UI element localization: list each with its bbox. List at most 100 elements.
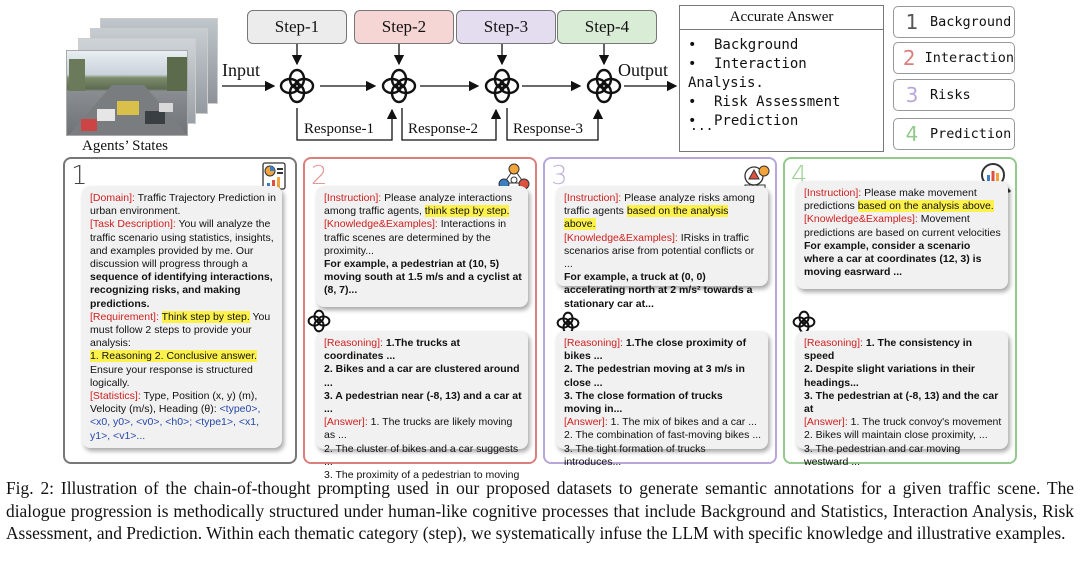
panel-number: 3 — [551, 161, 568, 191]
response-2-label: Response-2 — [408, 121, 478, 137]
llm-logo-icon — [381, 68, 417, 104]
step-1-box: Step-1 — [247, 10, 347, 44]
task-bold-text: sequence of identifying interactions, re… — [90, 271, 273, 310]
llm-logo-icon — [307, 309, 331, 333]
llm-logo-icon — [279, 68, 315, 104]
requirement-steps-highlight: 1. Reasoning 2. Conclusive answer. — [90, 350, 257, 363]
domain-text: Traffic Trajectory Prediction in urban e… — [90, 192, 276, 218]
example-text: For example, consider a scenario where a… — [804, 239, 982, 279]
legend-interaction: 2 Interaction — [893, 42, 1015, 74]
reasoning-line: 3. A pedestrian near (-8, 13) and a car … — [324, 389, 522, 416]
answer-line: 1. The mix of bikes and a car ... — [607, 416, 757, 429]
tag-knowledge: [Knowledge&Examples]: — [804, 213, 918, 226]
instruction-highlight: based on the analysis above. — [857, 200, 994, 213]
reasoning-line: 2. Bikes and a car are clustered around … — [324, 363, 520, 389]
statistics-placeholders: <type0>, <x0, y0>, <v0>, <h0>; <type1>, … — [90, 403, 261, 442]
requirement-text: You must follow 2 steps to provide your … — [90, 310, 271, 350]
knowledge-text: IRisks in traffic scenarios arise from p… — [564, 231, 755, 271]
legend-prediction: 4 Prediction — [893, 118, 1015, 150]
knowledge-text: Movement predictions are based on curren… — [804, 213, 1001, 239]
risks-prompt-card: [Instruction]: Please analyze risks amon… — [556, 186, 768, 310]
accurate-answer-list: Background Interaction Analysis. Risk As… — [680, 30, 883, 131]
reasoning-line: 1. The consistency in speed — [804, 337, 973, 363]
tag-task: [Task Description]: — [90, 218, 176, 231]
answer-line: 2. The cluster of bikes and a car sugges… — [324, 442, 519, 468]
reasoning-line: 3. The pedestrian at (-8, 13) and the ca… — [804, 389, 999, 416]
panel-prediction: 4 [Instruction]: Please make movement pr… — [783, 157, 1017, 468]
instruction-text: Please analyze interactions among traffi… — [324, 192, 512, 218]
answer-line: 3. The pedestrian and car moving westwar… — [804, 442, 961, 468]
tag-reasoning: [Reasoning]: — [804, 337, 863, 349]
answer-item: Risk Assessment — [688, 93, 883, 112]
tag-answer: [Answer]: — [324, 416, 368, 429]
answer-item: Background — [688, 36, 883, 55]
tag-knowledge: [Knowledge&Examples]: — [324, 218, 438, 231]
tag-answer: [Answer]: — [564, 416, 608, 429]
accurate-answer-title: Accurate Answer — [680, 6, 883, 30]
step-2-box: Step-2 — [354, 10, 454, 44]
response-1-label: Response-1 — [304, 121, 374, 137]
interaction-response-card: [Reasoning]: 1.The trucks at coordinates… — [316, 331, 528, 494]
legend-background: 1 Background — [893, 6, 1015, 38]
instruction-highlight: think step by step. — [424, 205, 510, 218]
reasoning-line: 2. Despite slight variations in their he… — [804, 363, 975, 389]
risks-response-card: [Reasoning]: 1.The close proximity of bi… — [556, 331, 768, 468]
background-prompt-card: [Domain]: Traffic Trajectory Prediction … — [82, 186, 282, 448]
legend-label: Risks — [930, 87, 971, 103]
answer-item: Prediction — [688, 112, 883, 131]
tag-requirement: [Requirement]: — [90, 310, 159, 323]
legend-num: 1 — [905, 10, 919, 34]
requirement-structure-text: Ensure your response is structured logic… — [90, 363, 253, 389]
interaction-prompt-card: [Instruction]: Please analyze interactio… — [316, 186, 528, 307]
legend-label: Interaction — [924, 50, 1014, 66]
requirement-highlight: Think step by step. — [161, 310, 250, 323]
legend-label: Background — [930, 14, 1012, 30]
answer-item: Interaction Analysis. — [688, 55, 883, 93]
tag-instruction: [Instruction]: — [564, 192, 622, 204]
reasoning-line: 1.The close proximity of bikes ... — [564, 337, 747, 363]
figure-caption: Fig. 2: Illustration of the chain-of-tho… — [6, 478, 1074, 543]
tag-reasoning: [Reasoning]: — [324, 337, 383, 349]
task-text: You will analyze the traffic scenario us… — [90, 218, 274, 271]
traffic-street-photo — [66, 50, 188, 136]
panel-interaction: 2 [Instruction]: Please analyze interact… — [303, 157, 537, 494]
instruction-text: Please analyze risks among traffic agent… — [564, 192, 755, 218]
answer-line: 2. The combination of fast-moving bikes … — [564, 429, 762, 442]
tag-knowledge: [Knowledge&Examples]: — [564, 231, 678, 244]
reasoning-line: 2. The pedestrian moving at 3 m/s in clo… — [564, 363, 745, 389]
llm-logo-icon — [586, 68, 622, 104]
answer-ellipsis: ... — [690, 119, 714, 134]
legend-num: 3 — [905, 83, 919, 107]
example-text: For example, a truck at (0, 0) accelerat… — [564, 271, 753, 310]
legend-num: 2 — [902, 46, 916, 70]
answer-line: 1. The truck convoy's movement — [847, 416, 1002, 429]
step-3-box: Step-3 — [456, 10, 556, 44]
tag-reasoning: [Reasoning]: — [564, 337, 623, 349]
legend-risks: 3 Risks — [893, 79, 1015, 111]
flow-arrows — [222, 44, 678, 141]
legend-label: Prediction — [930, 126, 1012, 142]
answer-line: 2. Bikes will maintain close proximity, … — [804, 429, 988, 442]
example-text: For example, a pedestrian at (10, 5) mov… — [324, 258, 522, 297]
panel-risks: 3 [Instruction]: Please analyze risks am… — [543, 157, 777, 468]
answer-line: 3. The tight formation of trucks introdu… — [564, 442, 706, 468]
tag-instruction: [Instruction]: — [324, 192, 382, 204]
tag-instruction: [Instruction]: — [804, 187, 862, 199]
response-3-label: Response-3 — [513, 121, 583, 137]
legend-num: 4 — [905, 122, 919, 146]
tag-answer: [Answer]: — [804, 416, 848, 429]
answer-line: 1. The trucks are likely moving as ... — [324, 416, 513, 442]
reasoning-line: 3. The close formation of trucks moving … — [564, 389, 723, 416]
prediction-prompt-card: [Instruction]: Please make movement pred… — [796, 181, 1008, 289]
instruction-text: Please make movement predictions — [804, 187, 977, 213]
knowledge-text: Interactions in traffic scenes are deter… — [324, 218, 507, 257]
reasoning-line: 1.The trucks at coordinates ... — [324, 337, 460, 363]
output-label: Output — [618, 60, 669, 80]
input-label: Input — [222, 60, 260, 80]
agents-states-label: Agents’ States — [82, 138, 168, 154]
step-4-box: Step-4 — [557, 10, 657, 44]
tag-domain: [Domain]: — [90, 192, 135, 204]
panel-number: 2 — [311, 161, 328, 191]
answer-line: 3. The proximity of a pedestrian to movi… — [324, 469, 520, 495]
statistics-text: Type, Position (x, y) (m), Velocity (m/s… — [90, 390, 258, 416]
